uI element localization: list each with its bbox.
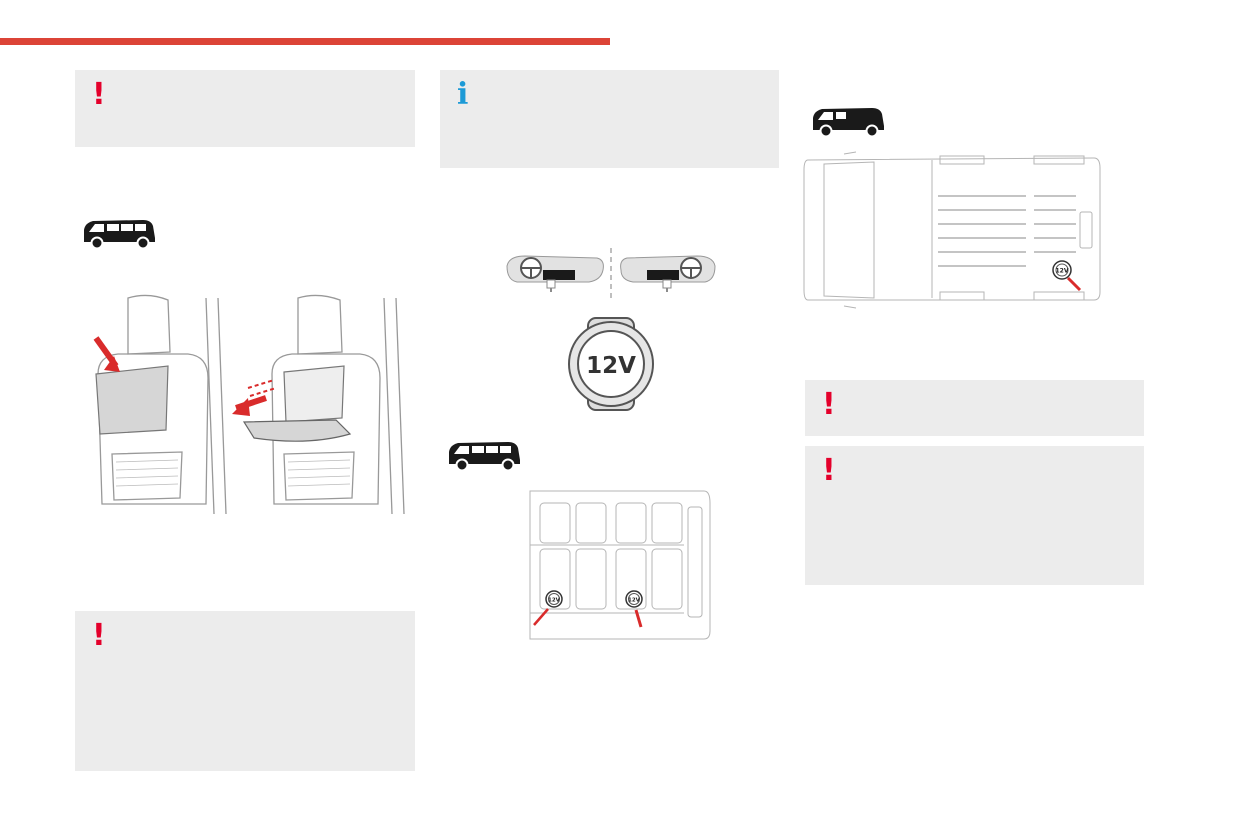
passenger-seats-top-view: 12V 12V [528, 487, 714, 643]
seat-tray-illustration [88, 294, 408, 520]
panel-van-icon [810, 106, 886, 138]
warning-callout-2: ! [75, 611, 415, 771]
warning-callout-1: ! [75, 70, 415, 147]
header-accent-bar [0, 38, 610, 45]
info-callout: i [440, 70, 779, 168]
socket-small-label: 12V [628, 598, 641, 604]
warning-icon: ! [92, 77, 106, 112]
cargo-van-top-view: 12V [803, 150, 1102, 310]
warning-icon: ! [822, 453, 836, 488]
info-icon: i [457, 77, 469, 112]
socket-label: 12V [586, 353, 636, 379]
warning-callout-4: ! [805, 446, 1144, 585]
passenger-van-icon [81, 218, 157, 250]
warning-callout-3: ! [805, 380, 1144, 436]
socket-small-label: 12V [1056, 268, 1069, 275]
12v-socket-large: 12V [566, 316, 656, 412]
warning-icon: ! [822, 387, 836, 422]
passenger-van-icon [446, 440, 522, 472]
dashboard-lhd-rhd-diagram [505, 246, 717, 302]
socket-small-label: 12V [548, 598, 561, 604]
warning-icon: ! [92, 618, 106, 653]
